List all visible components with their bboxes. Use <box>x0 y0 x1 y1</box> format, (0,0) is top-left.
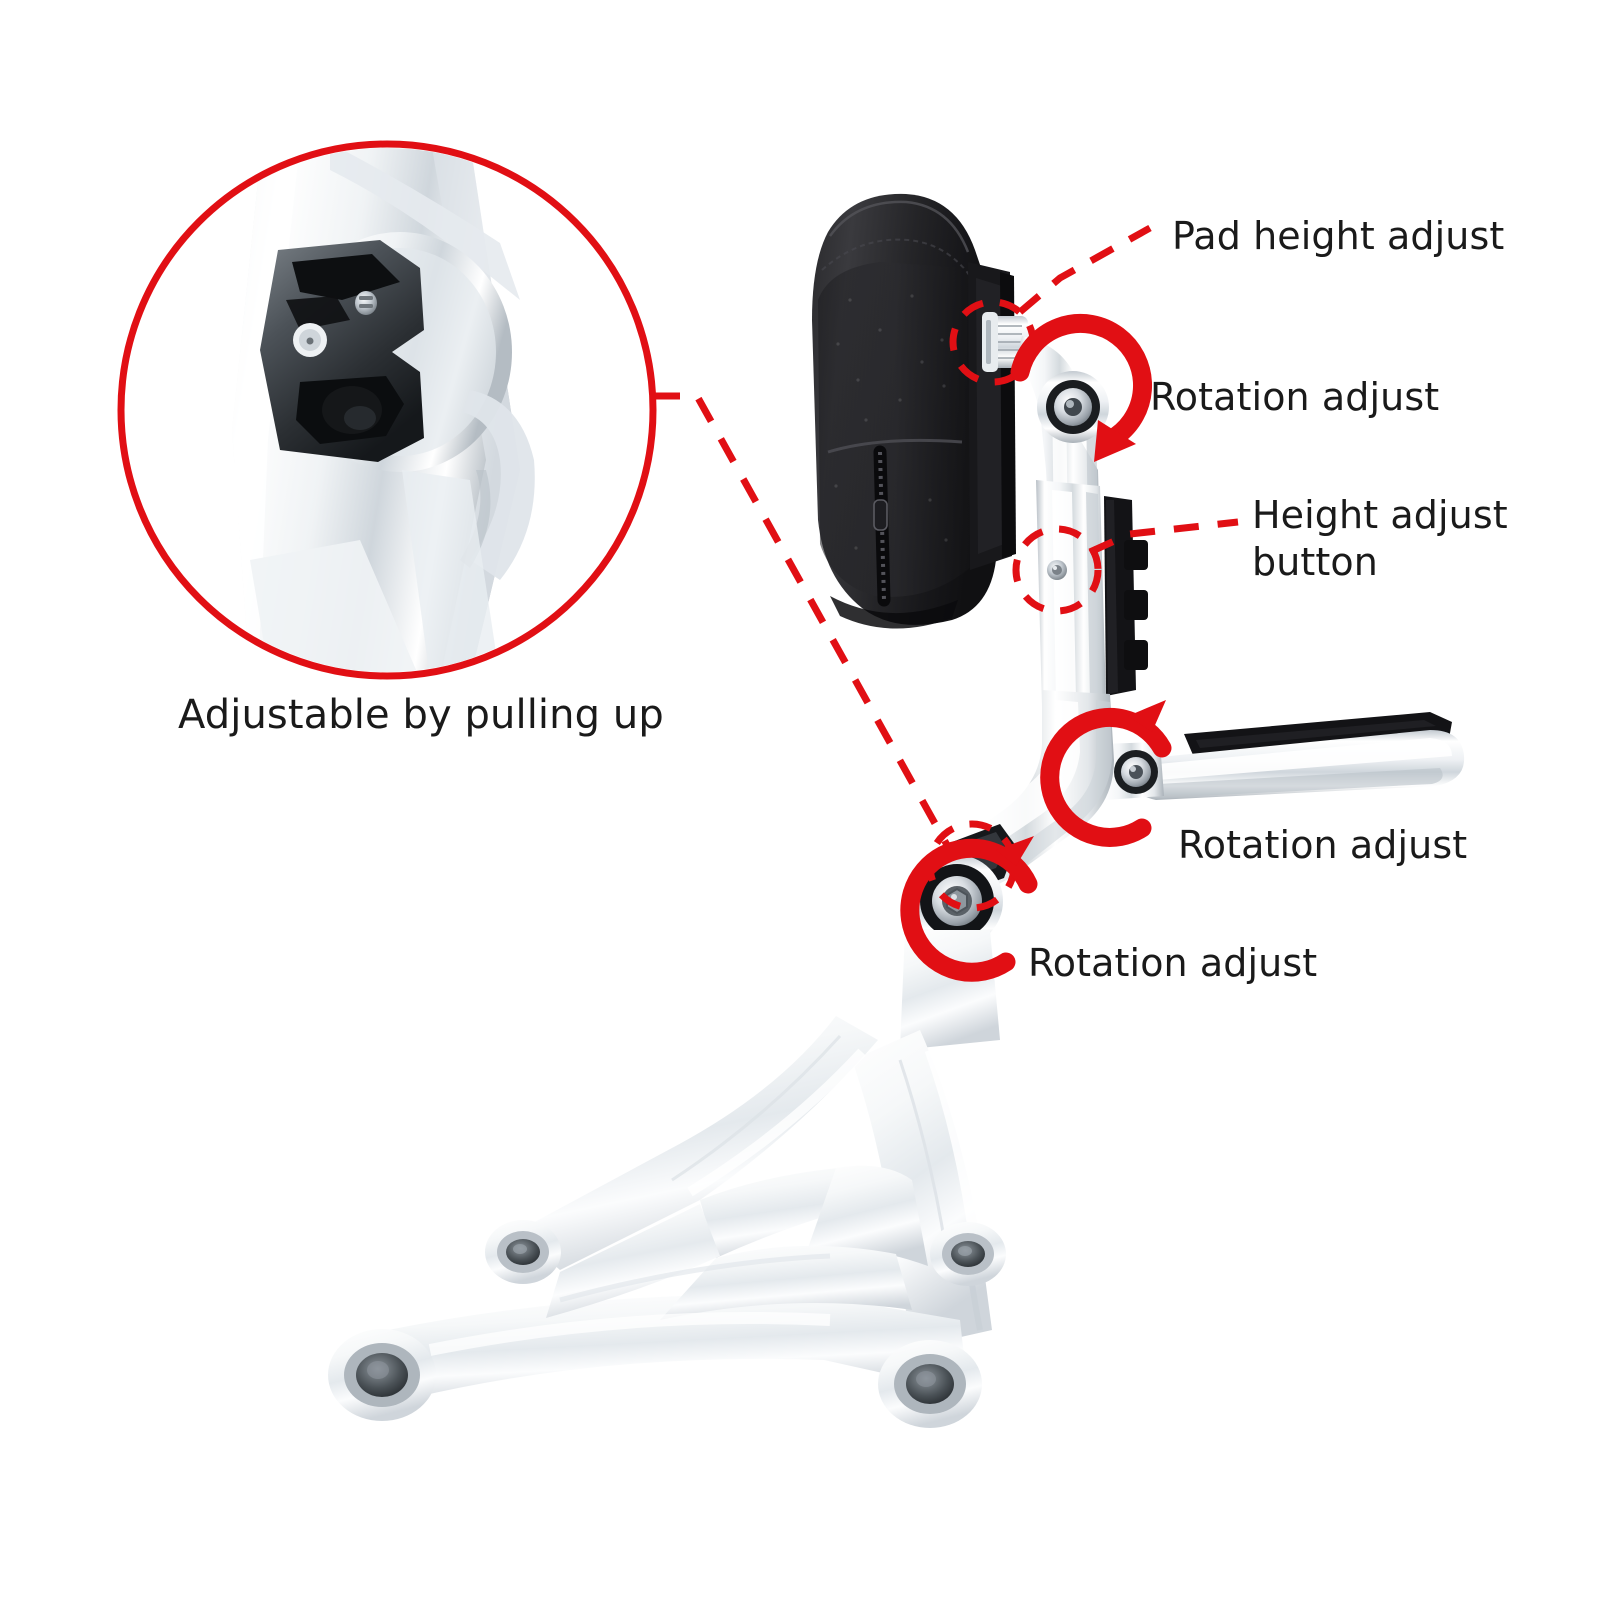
bolt-boss-upper-right <box>930 1222 1006 1286</box>
rotation-arrow-middle <box>1040 700 1172 847</box>
detail-view-group <box>117 140 657 680</box>
detail-view-contents <box>125 148 649 672</box>
callout-label-rotation-adjust-upper: Rotation adjust <box>1150 375 1440 419</box>
callout-label-pad-height-adjust: Pad height adjust <box>1172 214 1505 258</box>
callout-label-height-adjust-button-line2: button <box>1252 540 1378 584</box>
bolt-boss-upper-left <box>485 1220 561 1284</box>
upper-chrome-arm-group <box>982 312 1109 548</box>
dashed-circle-height-button <box>1012 525 1102 615</box>
callout-label-rotation-adjust-lower: Rotation adjust <box>1028 941 1318 985</box>
callout-label-height-adjust-button-line1: Height adjust <box>1252 493 1508 537</box>
detail-leader-line <box>654 392 956 856</box>
callout-label-rotation-adjust-middle: Rotation adjust <box>1178 823 1468 867</box>
detail-circle-outline <box>117 140 657 680</box>
rotation-arrow-upper <box>1010 313 1153 462</box>
height-adjust-button-marker <box>1012 518 1239 615</box>
bolt-boss-bottom-left <box>328 1329 436 1421</box>
mount-bracket-group <box>328 930 1006 1428</box>
backrest-pad-group <box>812 193 1016 629</box>
rotation-arrow-lower <box>900 836 1038 982</box>
detail-view-caption: Adjustable by pulling up <box>178 692 664 738</box>
leader-height-button <box>1088 518 1239 556</box>
bolt-boss-bottom-right <box>878 1340 982 1428</box>
height-post-group <box>1036 480 1148 706</box>
leader-pad-height <box>1017 224 1152 315</box>
bracket-left-strut <box>516 1016 878 1270</box>
